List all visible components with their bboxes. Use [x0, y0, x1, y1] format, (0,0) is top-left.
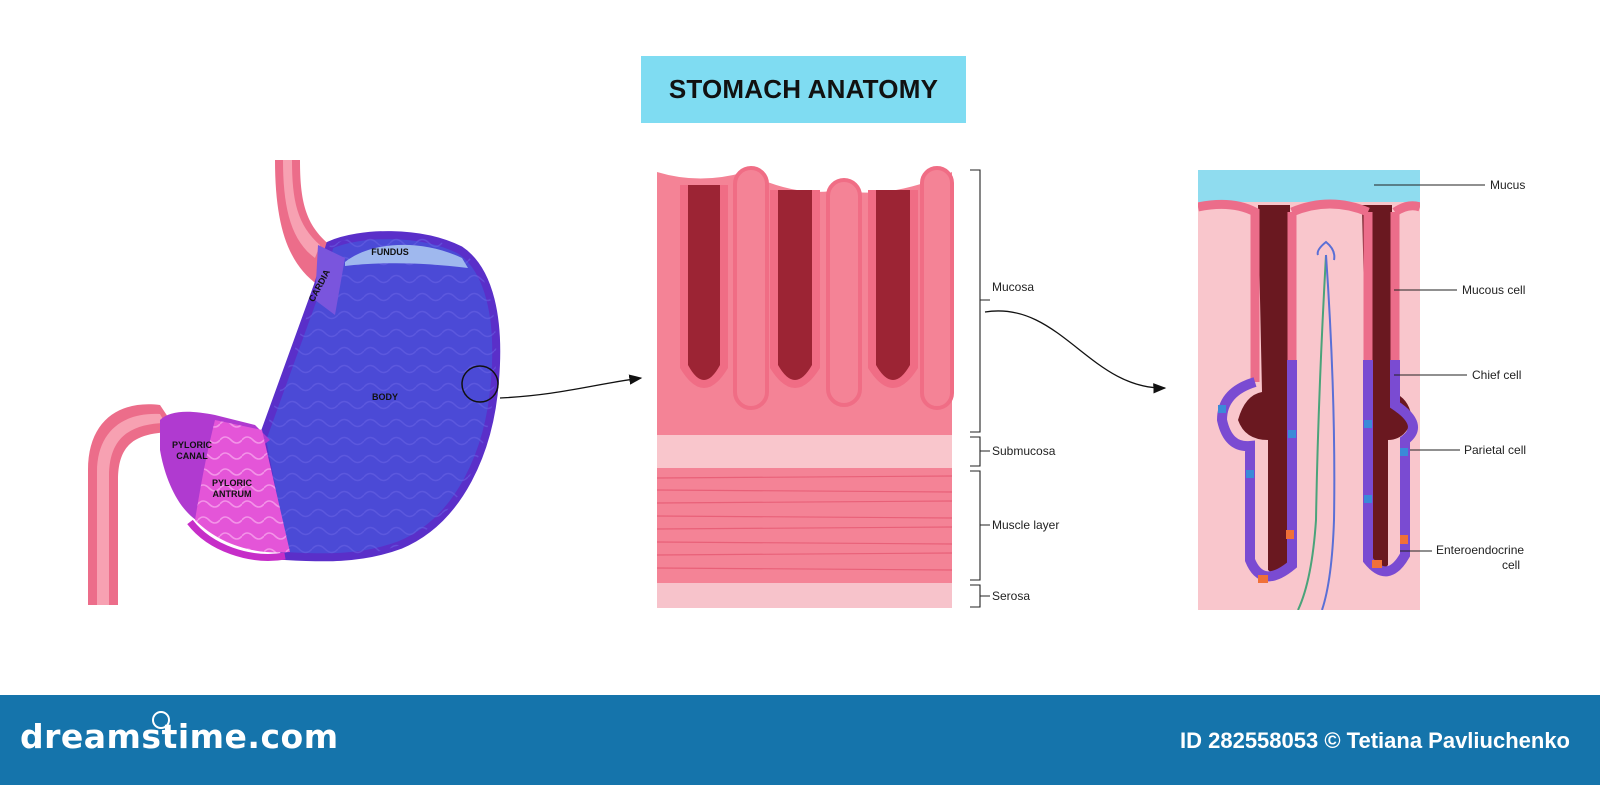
label-enteroendocrine-1: Enteroendocrine [1436, 543, 1524, 557]
fundus-region [345, 244, 468, 268]
title-banner: STOMACH ANATOMY [641, 56, 966, 123]
label-mucous-cell: Mucous cell [1462, 283, 1525, 297]
gland-lumen [1238, 205, 1290, 575]
muscle-layer [657, 468, 952, 583]
label-pyloric-canal-1: PYLORIC [172, 440, 213, 450]
zoom-arrow-1 [499, 374, 643, 399]
cardia-region [315, 245, 345, 315]
label-enteroendocrine-2: cell [1502, 558, 1520, 572]
spiral-logo-icon [152, 711, 170, 729]
page-title: STOMACH ANATOMY [668, 74, 939, 104]
mucus-layer [1198, 170, 1420, 202]
brand-logo: dreamstime.com [20, 717, 339, 756]
enteroendocrine-cells [1258, 530, 1408, 583]
label-submucosa: Submucosa [992, 444, 1056, 458]
parietal-cells [1218, 405, 1408, 503]
label-pyloric-canal-2: CANAL [176, 451, 208, 461]
gastric-gland-section: Mucus Mucous cell Chief cell Parietal ce… [1198, 170, 1526, 610]
zoom-circle [461, 365, 499, 403]
label-mucosa: Mucosa [992, 280, 1034, 294]
bracket-serosa [970, 584, 990, 608]
label-mucus: Mucus [1490, 178, 1525, 192]
bracket-mucosa [970, 169, 990, 433]
bracket-submucosa [970, 436, 990, 467]
label-chief-cell: Chief cell [1472, 368, 1521, 382]
watermark-footer: dreamstime.com ID 282558053 © Tetiana Pa… [0, 695, 1600, 785]
label-pyloric-antrum-1: PYLORIC [212, 478, 253, 488]
label-body: BODY [372, 392, 398, 402]
image-credit: ID 282558053 © Tetiana Pavliuchenko [1180, 728, 1570, 753]
submucosa-layer [657, 435, 952, 468]
label-parietal-cell: Parietal cell [1464, 443, 1526, 457]
stomach-anatomy-diagram: FUNDUS CARDIA BODY PYLORIC CANAL PYLORIC… [88, 160, 1526, 610]
blood-vessel-blue [1321, 254, 1336, 610]
blood-vessel-green [1297, 254, 1327, 610]
stomach-wall-section: Mucosa Submucosa Muscle layer Serosa [656, 166, 1059, 608]
label-fundus: FUNDUS [371, 247, 409, 257]
chief-cells [1216, 360, 1297, 582]
mucous-cells [1198, 199, 1260, 382]
label-serosa: Serosa [992, 589, 1030, 603]
label-pyloric-antrum-2: ANTRUM [213, 489, 252, 499]
zoom-arrow-2 [984, 310, 1167, 394]
stomach-illustration: FUNDUS CARDIA BODY PYLORIC CANAL PYLORIC… [88, 160, 501, 605]
serosa-layer [657, 583, 952, 608]
bracket-muscle [970, 470, 990, 581]
label-muscle-layer: Muscle layer [992, 518, 1059, 532]
